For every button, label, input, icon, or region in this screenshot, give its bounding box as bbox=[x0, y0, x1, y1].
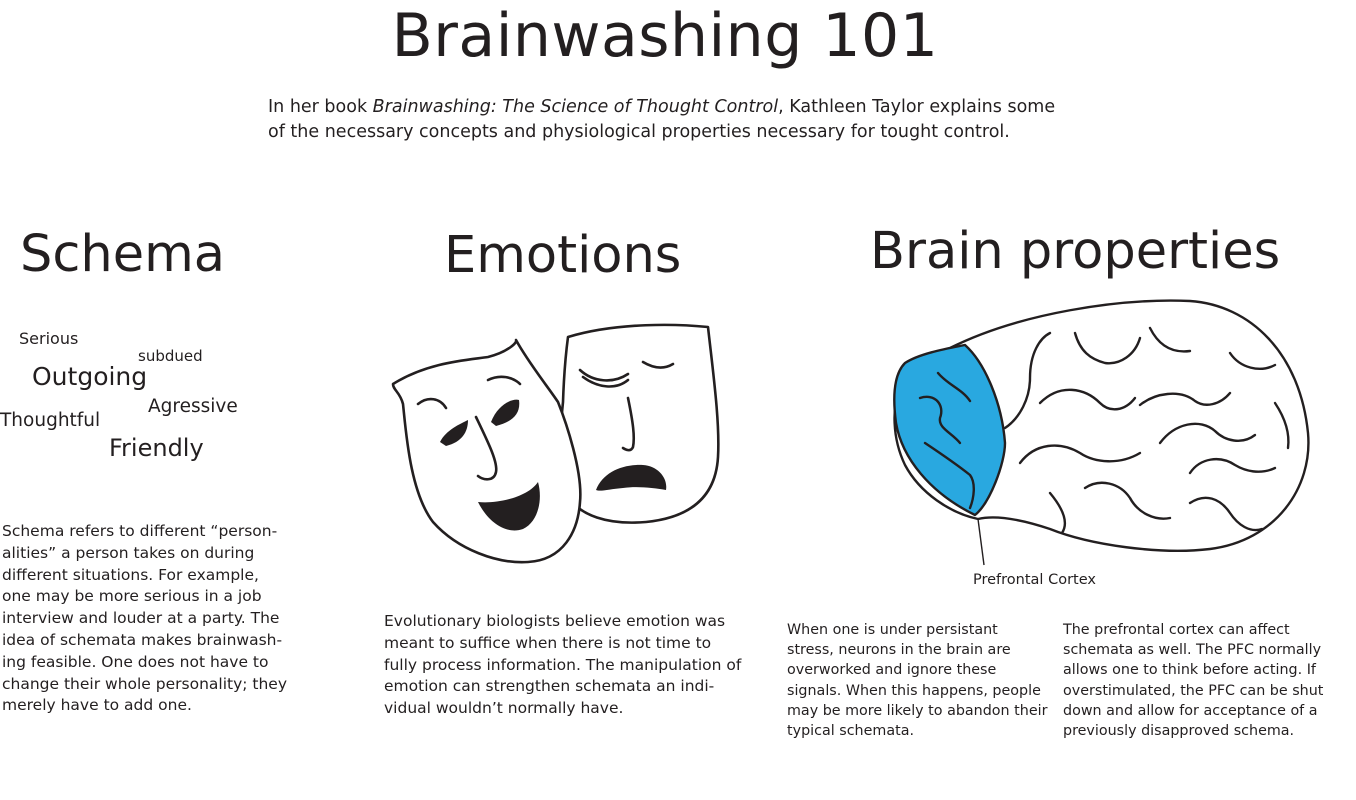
happy-mask-outline bbox=[391, 338, 582, 564]
schema-word-friendly: Friendly bbox=[109, 434, 204, 462]
brain-outline bbox=[893, 299, 1310, 552]
book-title: Brainwashing: The Science of Thought Con… bbox=[372, 97, 779, 117]
intro-text-after: , Kathleen Taylor explains some of the n… bbox=[268, 97, 1056, 142]
prefrontal-cortex-label: Prefrontal Cortex bbox=[973, 572, 1096, 588]
schema-word-serious: Serious bbox=[19, 329, 79, 348]
schema-heading: Schema bbox=[20, 225, 226, 284]
page-title: Brainwashing 101 bbox=[391, 1, 939, 71]
schema-word-outgoing: Outgoing bbox=[32, 362, 148, 391]
brain-paragraph-right: The prefrontal cortex can affect schemat… bbox=[1063, 622, 1324, 740]
schema-word-subdued: subdued bbox=[138, 347, 203, 365]
theater-masks-icon bbox=[391, 323, 720, 564]
schema-paragraph: Schema refers to different “person-aliti… bbox=[2, 522, 288, 715]
brain-heading: Brain properties bbox=[870, 222, 1281, 281]
prefrontal-cortex-region bbox=[893, 343, 1007, 517]
brain-icon bbox=[893, 299, 1310, 566]
schema-word-thoughtful: Thoughtful bbox=[0, 410, 101, 431]
schema-word-agressive: Agressive bbox=[148, 396, 238, 417]
emotions-paragraph: Evolutionary biologists believe emotion … bbox=[384, 612, 742, 718]
brain-paragraph-left: When one is under persistant stress, neu… bbox=[787, 622, 1048, 740]
intro-text-before: In her book bbox=[268, 97, 373, 117]
intro-paragraph: In her book Brainwashing: The Science of… bbox=[268, 95, 1068, 145]
sad-mask-outline bbox=[558, 323, 720, 524]
emotions-heading: Emotions bbox=[444, 226, 682, 285]
